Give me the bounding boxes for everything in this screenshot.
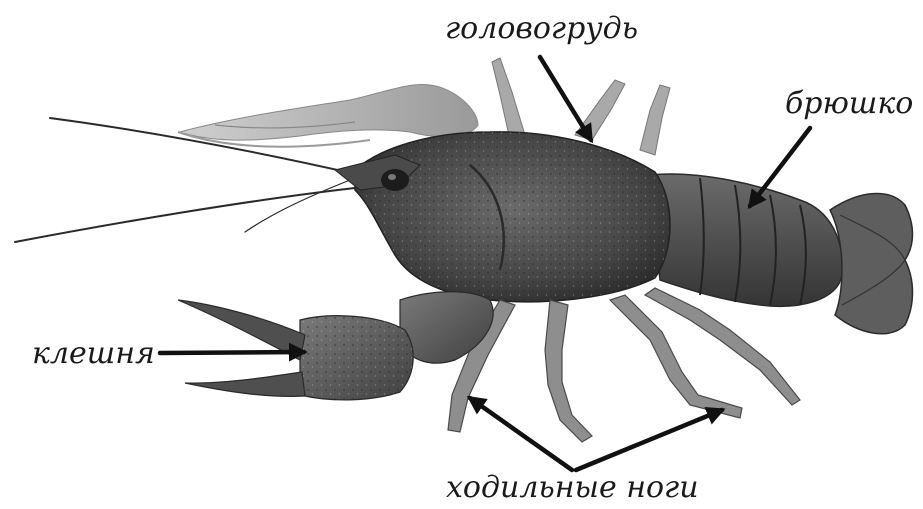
claw-label: клешня	[32, 336, 155, 371]
antennae	[15, 118, 360, 242]
cephalothorax-shape	[335, 132, 670, 302]
walking-legs-arrow-right	[576, 410, 722, 470]
cephalothorax-label: головогрудь	[445, 11, 638, 46]
abdomen-label: брюшко	[785, 86, 913, 121]
label-abdomen: брюшко	[750, 86, 913, 206]
label-walking-legs: ходильные ноги	[446, 398, 722, 505]
walking-legs-label: ходильные ноги	[446, 470, 699, 505]
claw-arrow	[160, 352, 304, 353]
claw-shape	[178, 292, 493, 400]
cephalothorax-arrow	[540, 57, 591, 140]
crayfish-illustration	[15, 58, 913, 442]
